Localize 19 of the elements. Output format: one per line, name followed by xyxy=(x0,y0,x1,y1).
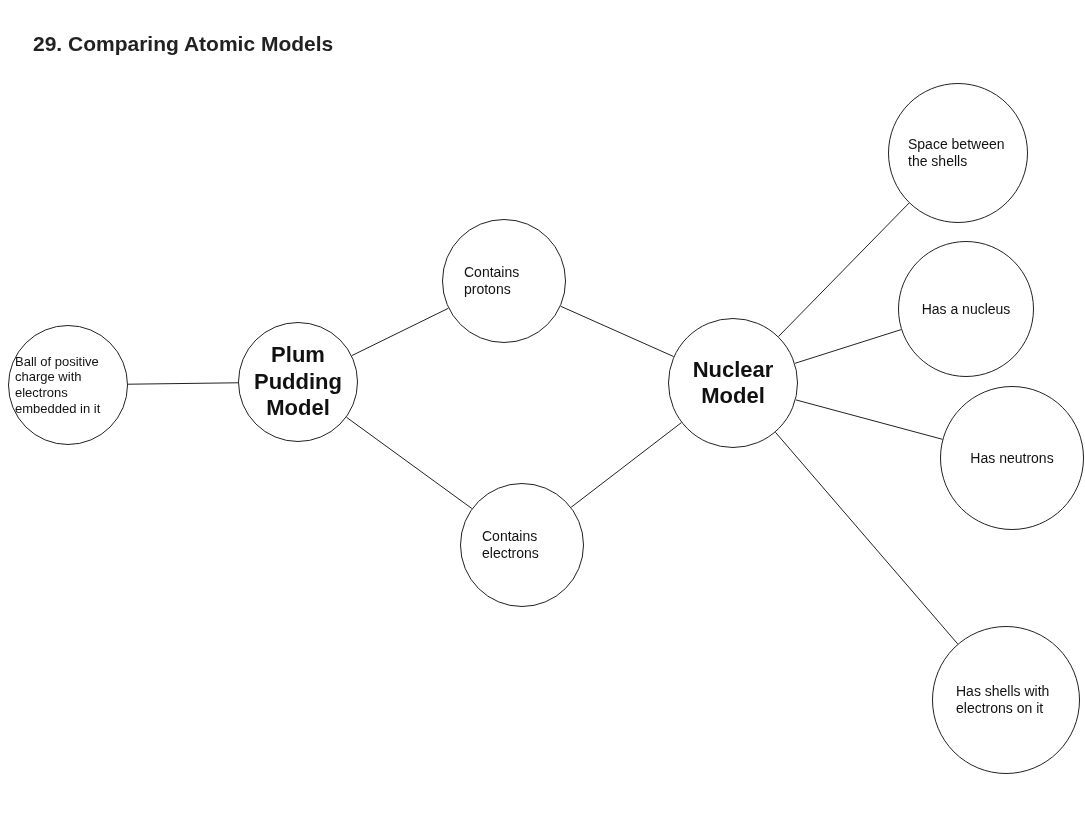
circle-label: Nuclear Model xyxy=(691,356,775,410)
diagram-title: 29. Comparing Atomic Models xyxy=(33,32,334,56)
connector-line xyxy=(346,416,473,509)
connector-line xyxy=(795,399,943,440)
connector-line xyxy=(777,202,910,338)
connector-line xyxy=(351,307,449,357)
circle-label: Space between the shells xyxy=(908,136,1006,170)
circle-label: Ball of positive charge with electrons embedded in it xyxy=(15,353,102,417)
circle-label: Contains protons xyxy=(464,264,521,298)
circle-label: Has neutrons xyxy=(970,449,1054,467)
circle-label: Contains electrons xyxy=(482,528,540,562)
connector-line xyxy=(127,382,239,385)
connector-line xyxy=(560,305,675,358)
connector-line xyxy=(570,422,682,508)
circle-label: Has a nucleus xyxy=(921,300,1011,318)
circle-label: Plum Pudding Model xyxy=(253,342,343,422)
connector-line xyxy=(794,329,902,364)
connector-line xyxy=(774,431,959,645)
circle-label: Has shells with electrons on it xyxy=(956,683,1051,717)
